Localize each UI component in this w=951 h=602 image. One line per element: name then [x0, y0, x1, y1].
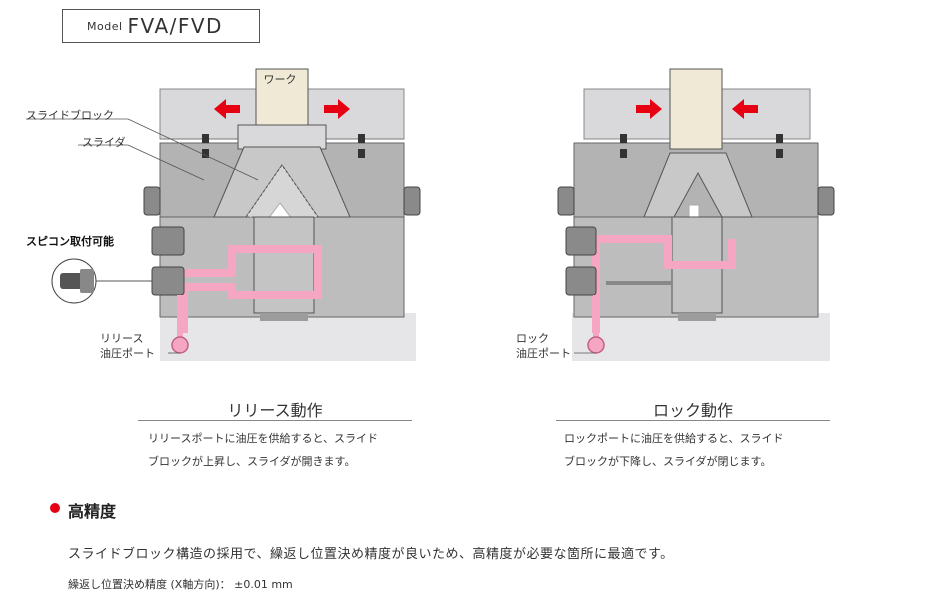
slide-block	[643, 152, 753, 218]
slider-label: スライダ	[82, 136, 126, 149]
section-spec: 繰返し位置決め精度 (X軸方向)： ±0.01 mm	[68, 578, 293, 591]
slide-block-label: スライドブロック	[26, 109, 114, 122]
release-op-desc: リリースポートに油圧を供給すると、スライド ブロックが上昇し、スライダが開きます…	[148, 432, 379, 468]
release-port-circle	[171, 336, 189, 354]
work-piece	[669, 68, 723, 150]
lock-op-divider	[556, 420, 830, 421]
right-bolt	[817, 186, 835, 216]
release-op-divider	[138, 420, 412, 421]
lock-port-label-2: 油圧ポート	[516, 347, 571, 360]
model-name: FVA/FVD	[127, 14, 223, 38]
right-bolt	[403, 186, 421, 216]
model-header: Model FVA/FVD	[62, 9, 260, 43]
left-bolt	[143, 186, 161, 216]
section-title: 高精度	[68, 502, 117, 521]
left-bolt	[557, 186, 575, 216]
right-lock-arrow	[732, 99, 758, 119]
work-label: ワーク	[264, 73, 297, 86]
lock-op-desc: ロックポートに油圧を供給すると、スライド ブロックが下降し、スライダが閉じます。	[564, 432, 784, 468]
release-port-label-1: リリース	[100, 332, 144, 345]
lock-operation-diagram	[557, 68, 835, 361]
oil-path	[160, 245, 322, 333]
lock-op-title: ロック動作	[652, 401, 733, 420]
release-port-label-2: 油圧ポート	[100, 347, 155, 360]
left-release-arrow	[214, 99, 240, 119]
lock-port-circle	[587, 336, 605, 354]
release-op-title: リリース動作	[227, 401, 323, 420]
section-bullet-icon	[50, 503, 60, 513]
speedcon-label: スピコン取付可能	[26, 235, 114, 248]
right-release-arrow	[324, 99, 350, 119]
model-prefix: Model	[87, 19, 123, 33]
lock-port-label-1: ロック	[516, 332, 549, 345]
release-operation-diagram: ワーク	[26, 68, 421, 361]
left-lock-arrow	[636, 99, 662, 119]
section-body: スライドブロック構造の採用で、繰返し位置決め精度が良いため、高精度が必要な箇所に…	[68, 547, 674, 562]
